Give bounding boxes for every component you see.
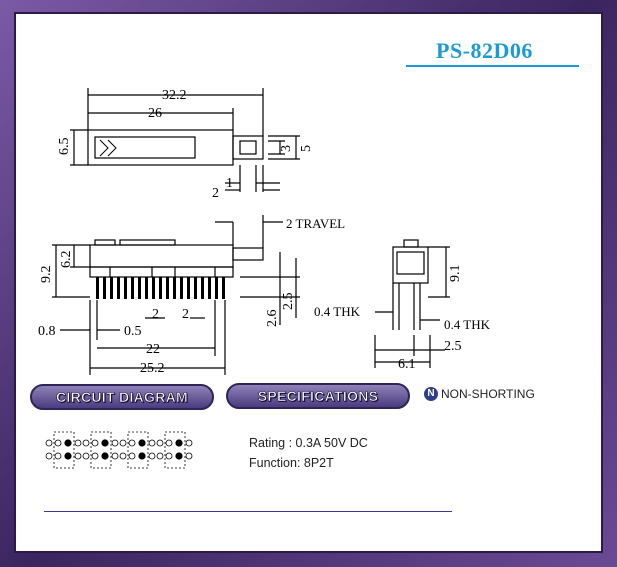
front-view-body: [89, 244, 234, 268]
dim-0-8: 0.8: [38, 324, 56, 339]
circuit-contacts: [45, 439, 193, 460]
dim-2-5: 2.5: [281, 293, 296, 311]
dim-6-2: 6.2: [59, 251, 74, 269]
dim-9-1: 9.1: [448, 265, 463, 283]
front-view-base: [89, 266, 234, 278]
thk-right-label: 0.4 THK: [444, 317, 491, 332]
dim-26: 26: [148, 106, 162, 121]
dim-3: 3: [279, 145, 294, 152]
circuit-diagram-header: CIRCUIT DIAGRAM: [30, 384, 214, 410]
top-view-slot: [94, 136, 196, 159]
footer-rule: [44, 511, 452, 512]
side-view-window: [396, 251, 425, 275]
spec-rating: Rating : 0.3A 50V DC: [249, 436, 368, 450]
dim-0-5: 0.5: [124, 324, 142, 339]
front-view-lip: [94, 239, 116, 246]
dim-1: 1: [226, 176, 233, 191]
dim-pitch-a: 2: [152, 307, 159, 322]
front-view-pins: [96, 277, 225, 299]
front-view-actuator: [232, 247, 264, 261]
thk-left-label: 0.4 THK: [314, 304, 361, 319]
dim-2-6: 2.6: [265, 310, 280, 328]
non-shorting-label: NON-SHORTING: [441, 387, 535, 401]
specifications-header: SPECIFICATIONS: [226, 383, 410, 409]
travel-label: 2 TRAVEL: [286, 216, 345, 231]
title-underline: [406, 65, 579, 67]
top-view-actuator: [232, 135, 264, 160]
side-view-actuator: [403, 239, 419, 248]
dim-2-5-side: 2.5: [444, 339, 462, 354]
dim-6-5: 6.5: [57, 138, 72, 156]
front-view-cover: [119, 239, 176, 246]
dim-25-2: 25.2: [140, 361, 165, 376]
dim-pitch-b: 2: [182, 307, 189, 322]
part-number-title: PS-82D06: [436, 38, 533, 63]
spec-function: Function: 8P2T: [249, 456, 334, 470]
dim-32-2: 32.2: [162, 88, 187, 103]
dim-9-2: 9.2: [39, 266, 54, 284]
dim-6-1: 6.1: [398, 357, 416, 372]
top-view-detent: [99, 139, 117, 157]
circuit-diagram: [53, 431, 186, 469]
dim-5: 5: [299, 145, 314, 152]
top-view-body: [87, 129, 234, 166]
dim-22: 22: [146, 342, 160, 357]
non-shorting-icon: N: [424, 387, 438, 401]
dim-2: 2: [212, 186, 219, 201]
top-view-knob: [239, 140, 257, 155]
